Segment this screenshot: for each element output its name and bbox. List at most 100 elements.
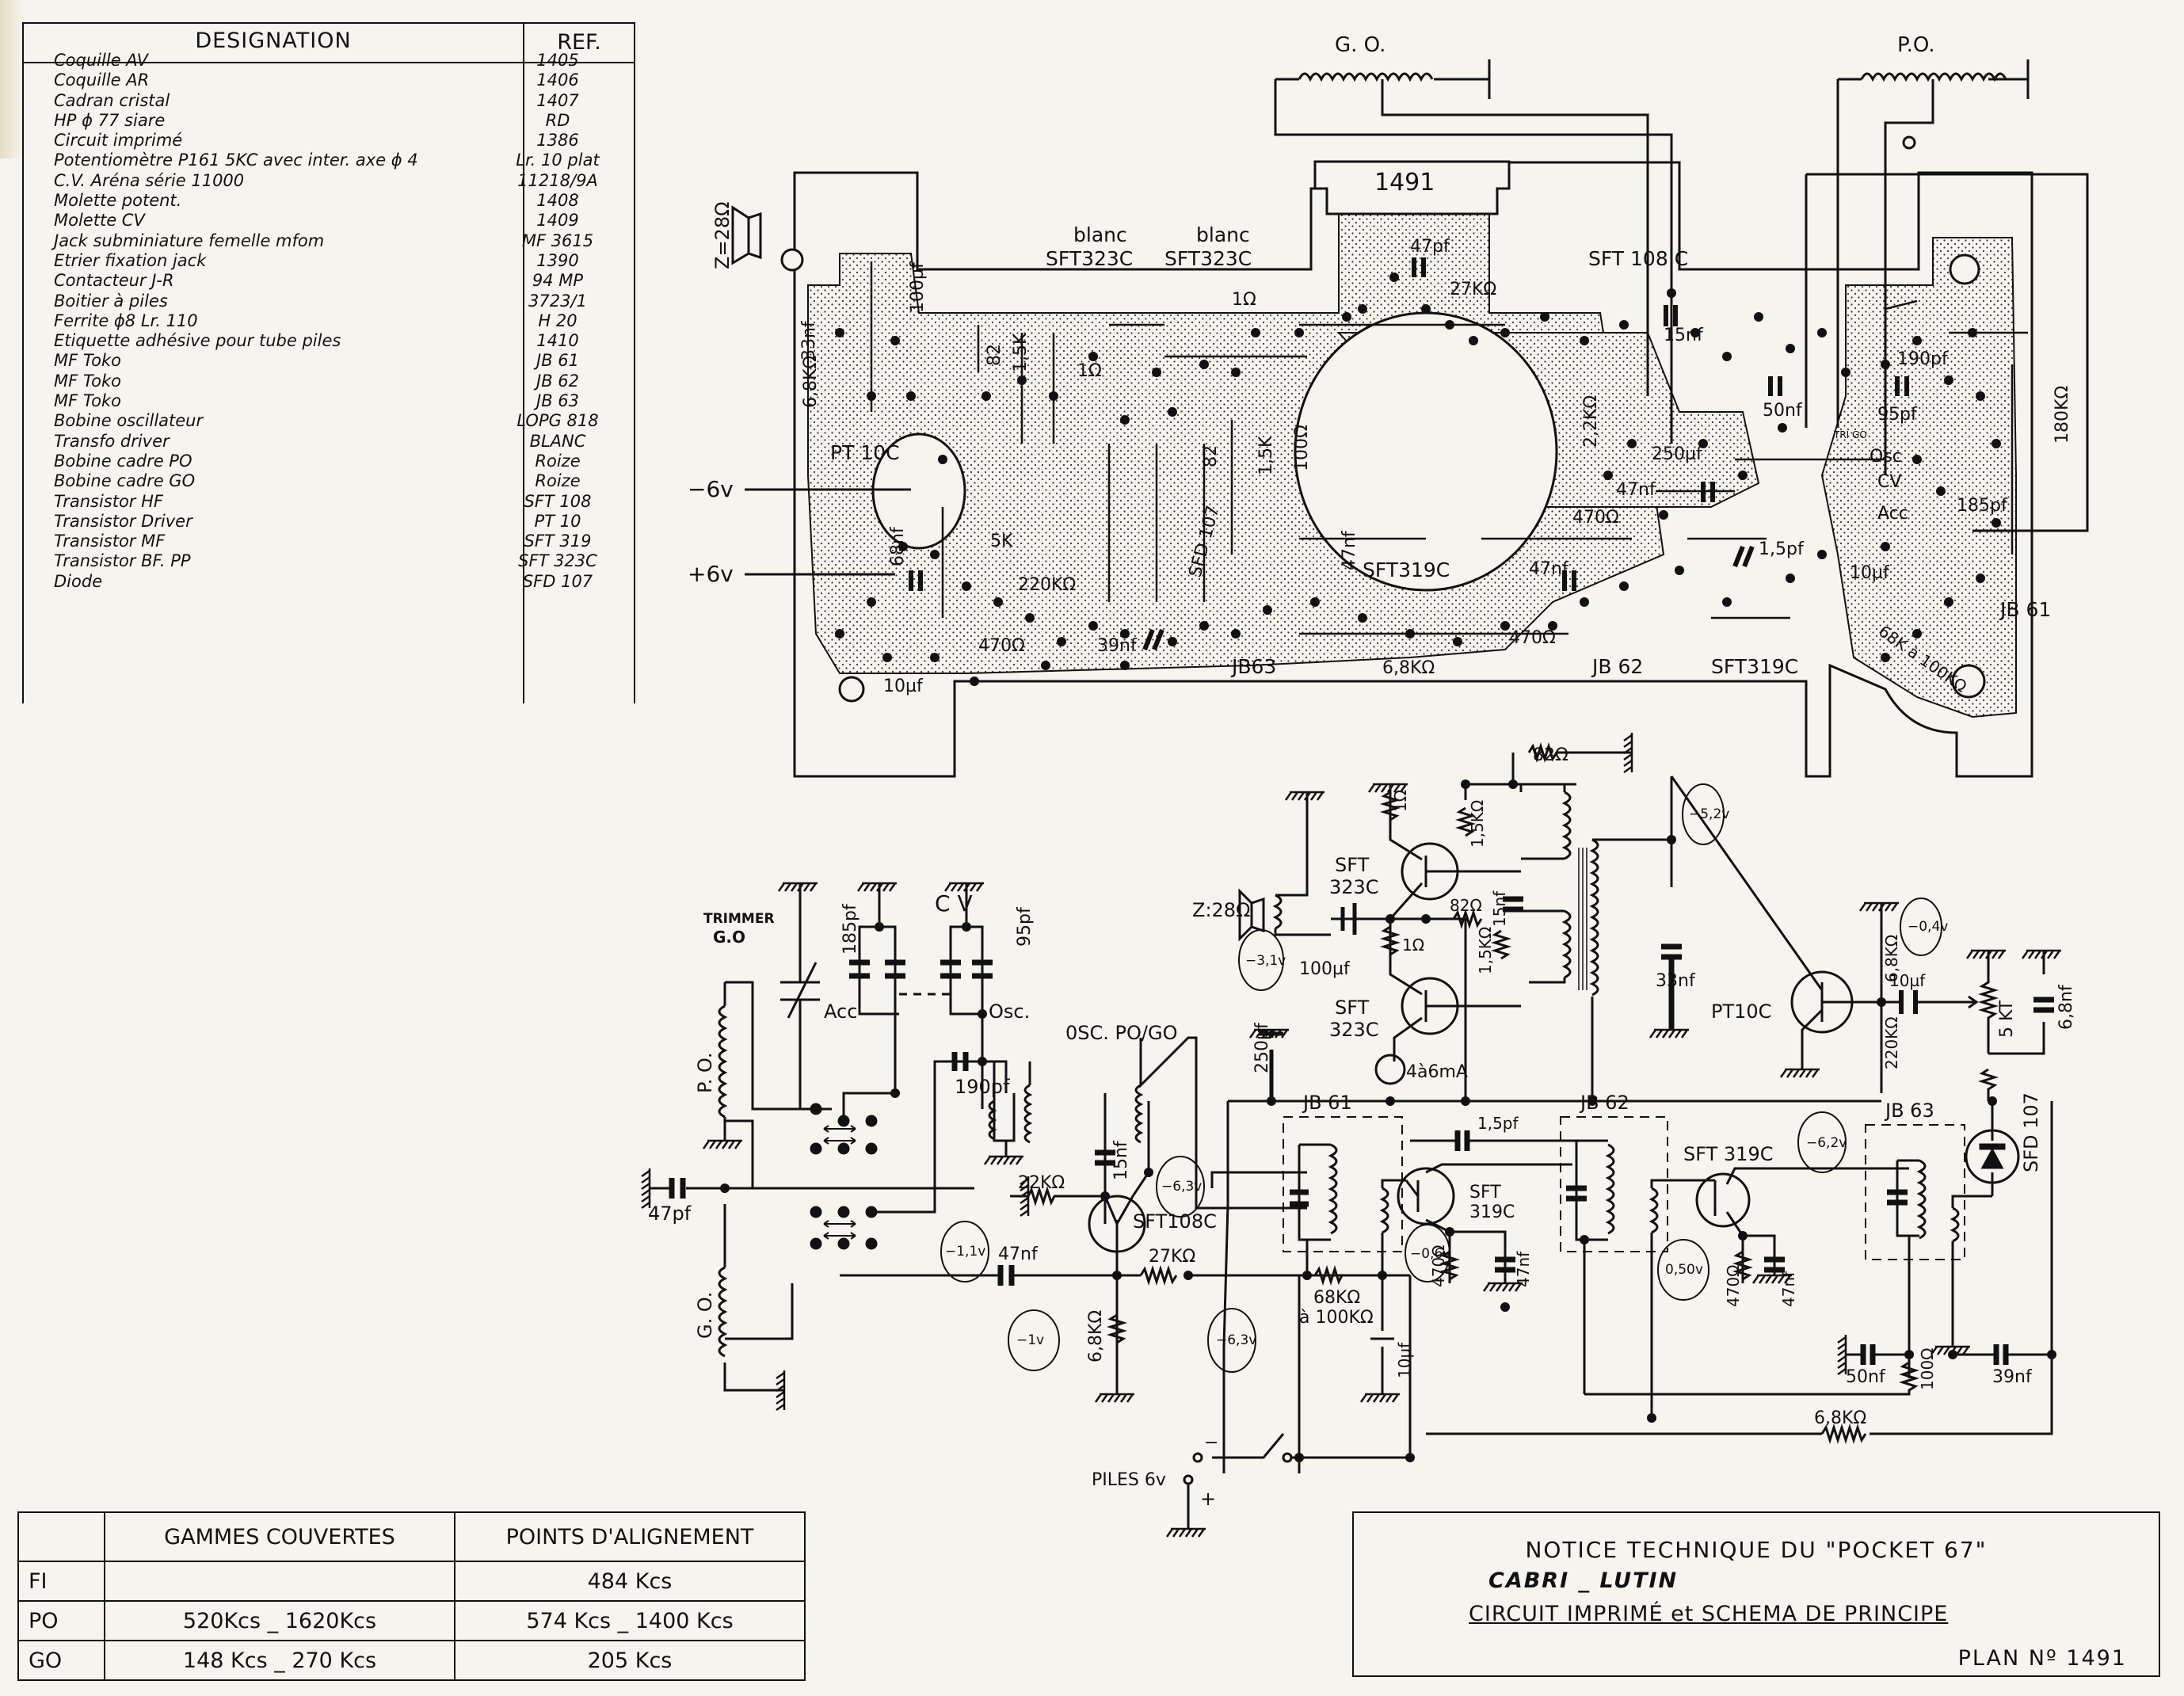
- cv-acc-section: [842, 883, 899, 1121]
- schem-label: 1Ω: [1402, 936, 1424, 955]
- junction-dot: [1112, 1271, 1122, 1280]
- schem-label: JB 61: [1302, 1092, 1352, 1114]
- schem-label: 1Ω: [1391, 790, 1410, 812]
- part-designation: Etiquette adhésive pour tube piles: [54, 331, 341, 351]
- voltage-probe-circle: [1900, 898, 1942, 956]
- schem-label: C V: [935, 890, 973, 917]
- part-designation: Cadran cristal: [54, 90, 170, 110]
- pcb-pad: [1500, 621, 1510, 631]
- pcb-label: TRI GO: [1833, 429, 1867, 440]
- pcb-label: 33nf: [799, 320, 819, 360]
- schem-label: à 100KΩ: [1299, 1308, 1374, 1328]
- ground-hatch: [1391, 1393, 1400, 1403]
- pcb-label: SFT323C: [1046, 247, 1133, 270]
- ranges-row: FI 484 Kcs: [17, 1561, 806, 1602]
- po-coil-wires: [723, 981, 816, 1190]
- ground-hatch: [1955, 1346, 1964, 1355]
- ground-hatch: [1297, 791, 1305, 801]
- pcb-pad: [1358, 304, 1367, 314]
- voltage-probe-circle: [1405, 1224, 1450, 1282]
- junction-dot: [1877, 997, 1886, 1007]
- r1-5k-b: [1490, 929, 1512, 960]
- pcb-label: JB 61: [1999, 598, 2051, 621]
- switch-contact: [810, 1206, 822, 1218]
- r470-1: [1439, 1250, 1461, 1281]
- band-label: FI: [17, 1561, 105, 1602]
- ground-hatch: [702, 1140, 711, 1149]
- ground-hatch: [790, 882, 799, 892]
- switch-contact: [865, 1142, 878, 1155]
- pcb-pad: [1968, 328, 1977, 337]
- schem-label: 0SC. PO/GO: [1065, 1022, 1177, 1044]
- ranges-header-points: POINTS D'ALIGNEMENT: [454, 1511, 806, 1562]
- voltage-label: −1v: [1016, 1332, 1044, 1348]
- ground-hatch: [641, 1188, 650, 1197]
- copper-area: [1820, 237, 2017, 718]
- pcb-label: 220KΩ: [1018, 575, 1076, 595]
- pcb-label: 27KΩ: [1450, 280, 1496, 299]
- pcb-pad: [981, 391, 991, 401]
- speaker-impedance: Z=28Ω: [711, 202, 734, 269]
- ground-hatch: [1378, 1393, 1387, 1403]
- pcb-label: 470Ω: [1509, 628, 1556, 648]
- pcb-pad: [1199, 621, 1209, 631]
- pcb-pad: [1199, 360, 1209, 369]
- schem-label: 250µf: [1252, 1022, 1272, 1073]
- ground-hatch: [1623, 765, 1633, 774]
- pcb-pad: [1580, 597, 1589, 607]
- go-antenna-coil: [1298, 72, 1434, 82]
- part-ref: 1410: [536, 331, 579, 351]
- ground-hatch: [1094, 1393, 1103, 1403]
- junction-dot: [1405, 1453, 1415, 1462]
- board-number: 1491: [1374, 169, 1435, 196]
- plus-6v-label: +6v: [688, 561, 734, 587]
- part-designation: Molette CV: [54, 211, 145, 231]
- jb63-wiring: [1896, 1159, 1992, 1378]
- speaker-symbol: [1238, 888, 1265, 942]
- schem-label: SFT: [1335, 997, 1370, 1019]
- pcb-pad: [993, 597, 1003, 607]
- ranges-row: PO 520Kcs _ 1620Kcs 574 Kcs _ 1400 Kcs: [17, 1600, 806, 1641]
- junction-dot: [1183, 1271, 1193, 1280]
- ground-hatch: [1972, 950, 1980, 959]
- pcb-pad: [1580, 336, 1589, 345]
- r100: [1584, 1361, 1920, 1396]
- schem-label: 323C: [1329, 876, 1379, 898]
- pcb-label: 1Ω: [1232, 290, 1256, 310]
- schem-label: 220KΩ: [1882, 1016, 1901, 1069]
- pcb-label: SFT323C: [1164, 247, 1252, 270]
- part-ref: RD: [545, 110, 570, 130]
- r27k: [1139, 1264, 1178, 1286]
- ground-hatch: [721, 1140, 730, 1149]
- pcb-pad: [898, 542, 908, 551]
- c50nf-plates: [1860, 1344, 1876, 1365]
- pcb-pad: [1294, 328, 1304, 337]
- ground-hatch: [1309, 791, 1318, 801]
- go-antenna-label: G. O.: [1335, 33, 1385, 57]
- po-coil: [718, 1004, 728, 1119]
- r82-a: [1511, 741, 1632, 784]
- ground-hatch: [1248, 1029, 1257, 1039]
- parts-table-header: DESIGNATION REF.: [24, 22, 634, 63]
- ground-hatch: [1020, 1196, 1029, 1205]
- pcb-pad: [1627, 439, 1637, 448]
- schem-label: 1,5KΩ: [1468, 800, 1487, 848]
- pcb-label: 47nf: [1616, 480, 1656, 500]
- switch-contact: [810, 1142, 822, 1155]
- po-antenna-label: P.O.: [1897, 33, 1935, 57]
- output-wiring: [1331, 783, 1576, 1101]
- pcb-label: Acc: [1877, 504, 1908, 524]
- part-ref: 1409: [536, 211, 579, 231]
- pcb-pad: [1548, 621, 1557, 631]
- ground-hatch: [1661, 1029, 1670, 1039]
- junction-dot: [875, 922, 884, 932]
- pcb-pad: [835, 328, 844, 337]
- schem-label: −: [1204, 1433, 1218, 1453]
- ground-hatch: [950, 882, 959, 892]
- ground-hatch: [777, 882, 786, 892]
